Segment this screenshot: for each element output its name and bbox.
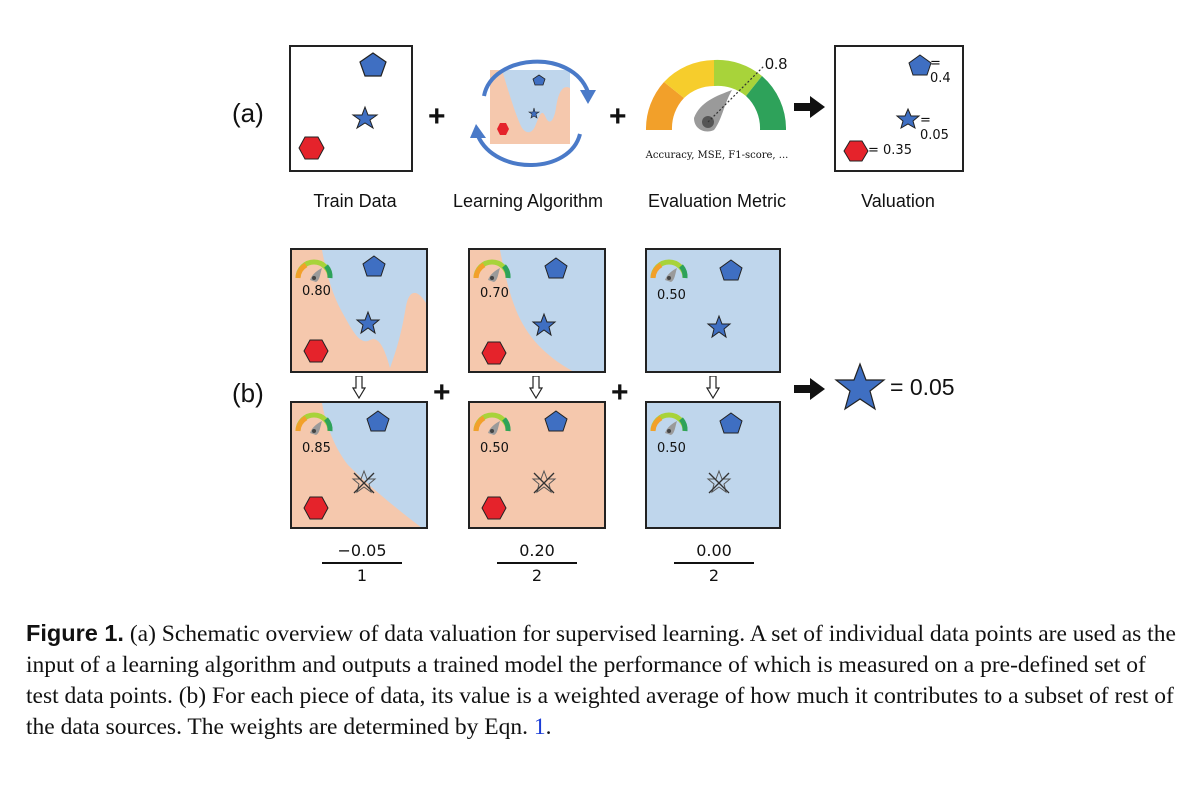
crossed-star-icon <box>351 469 377 494</box>
pentagon-icon <box>359 52 387 77</box>
tile-score: 0.50 <box>657 441 686 456</box>
hexagon-icon <box>303 496 329 520</box>
arrowhead-icon <box>580 90 596 104</box>
tile-score: 0.70 <box>480 286 509 301</box>
star-icon <box>528 107 540 119</box>
caption-text: (a) Schematic overview of data valuation… <box>26 621 1176 740</box>
hexagon-icon <box>481 496 507 520</box>
pentagon-icon <box>362 255 386 277</box>
tile-bottom-2: 0.50 <box>468 401 606 529</box>
plus-sign: + <box>609 100 627 133</box>
star-icon <box>351 105 379 130</box>
pentagon-icon <box>532 74 546 86</box>
figure-label: Figure 1. <box>26 620 124 646</box>
train-data-box <box>289 45 413 172</box>
evaluation-metric-gauge: 0.8 Accuracy, MSE, F1-score, ... <box>632 44 802 174</box>
metric-examples: Accuracy, MSE, F1-score, ... <box>645 150 789 161</box>
tile-top-1: 0.80 <box>290 248 428 373</box>
learning-algorithm-graphic <box>462 44 602 178</box>
plus-sign: + <box>611 376 629 409</box>
valuation-box: = 0.4 = 0.05 = 0.35 <box>834 45 964 172</box>
pentagon-icon <box>719 259 743 281</box>
result-star-icon <box>834 362 886 417</box>
star-icon <box>895 107 921 130</box>
crossed-star-icon <box>706 469 732 494</box>
fraction-numerator: 0.00 <box>674 541 754 564</box>
tile-top-2: 0.70 <box>468 248 606 373</box>
fraction-denominator: 2 <box>531 566 543 585</box>
pentagon-icon <box>908 54 932 76</box>
tile-bottom-3: 0.50 <box>645 401 781 529</box>
caption-train-data: Train Data <box>313 191 397 211</box>
caption-valuation: Valuation <box>861 191 935 211</box>
pentagon-icon <box>719 412 743 434</box>
star-icon <box>531 312 557 337</box>
pentagon-icon <box>366 410 390 432</box>
plus-sign: + <box>433 376 451 409</box>
star-value: = 0.05 <box>920 113 949 143</box>
down-arrow-icon <box>351 375 367 405</box>
plus-sign: + <box>428 100 446 133</box>
fraction-denominator: 1 <box>356 566 368 585</box>
caption-text-end: . <box>545 714 552 740</box>
pentagon-icon <box>544 410 568 432</box>
fraction-numerator: 0.20 <box>497 541 577 564</box>
hexagon-icon <box>497 123 509 135</box>
down-arrow-icon <box>705 375 721 405</box>
hexagon-icon <box>481 341 507 365</box>
tile-score: 0.85 <box>302 441 331 456</box>
hexagon-icon <box>298 136 325 160</box>
figure-caption: Figure 1. (a) Schematic overview of data… <box>26 618 1176 743</box>
crossed-star-icon <box>531 469 557 494</box>
tile-score: 0.80 <box>302 284 331 299</box>
gauge-value: 0.8 <box>765 56 788 73</box>
tile-score: 0.50 <box>657 288 686 303</box>
pentagon-icon <box>544 257 568 279</box>
right-arrow-icon <box>794 96 826 123</box>
result-value: = 0.05 <box>890 374 955 400</box>
arrowhead-icon <box>470 124 486 138</box>
fraction-1: −0.05 1 <box>322 541 402 585</box>
tile-bottom-1: 0.85 <box>290 401 428 529</box>
caption-evaluation-metric: Evaluation Metric <box>647 191 787 211</box>
caption-learning-algorithm: Learning Algorithm <box>452 191 604 211</box>
panel-a-label: (a) <box>232 98 264 128</box>
hexagon-value: = 0.35 <box>868 143 912 158</box>
hexagon-icon <box>303 339 329 363</box>
fraction-denominator: 2 <box>708 566 720 585</box>
fraction-numerator: −0.05 <box>322 541 402 564</box>
fraction-3: 0.00 2 <box>674 541 754 585</box>
equation-reference-link[interactable]: 1 <box>533 714 546 740</box>
star-icon <box>706 314 732 339</box>
tile-top-3: 0.50 <box>645 248 781 373</box>
down-arrow-icon <box>528 375 544 405</box>
right-arrow-icon <box>794 378 826 405</box>
hexagon-icon <box>843 140 869 162</box>
tile-score: 0.50 <box>480 441 509 456</box>
panel-b-label: (b) <box>232 378 264 408</box>
star-icon <box>355 310 381 335</box>
fraction-2: 0.20 2 <box>497 541 577 585</box>
pentagon-value: = 0.4 <box>930 56 951 86</box>
